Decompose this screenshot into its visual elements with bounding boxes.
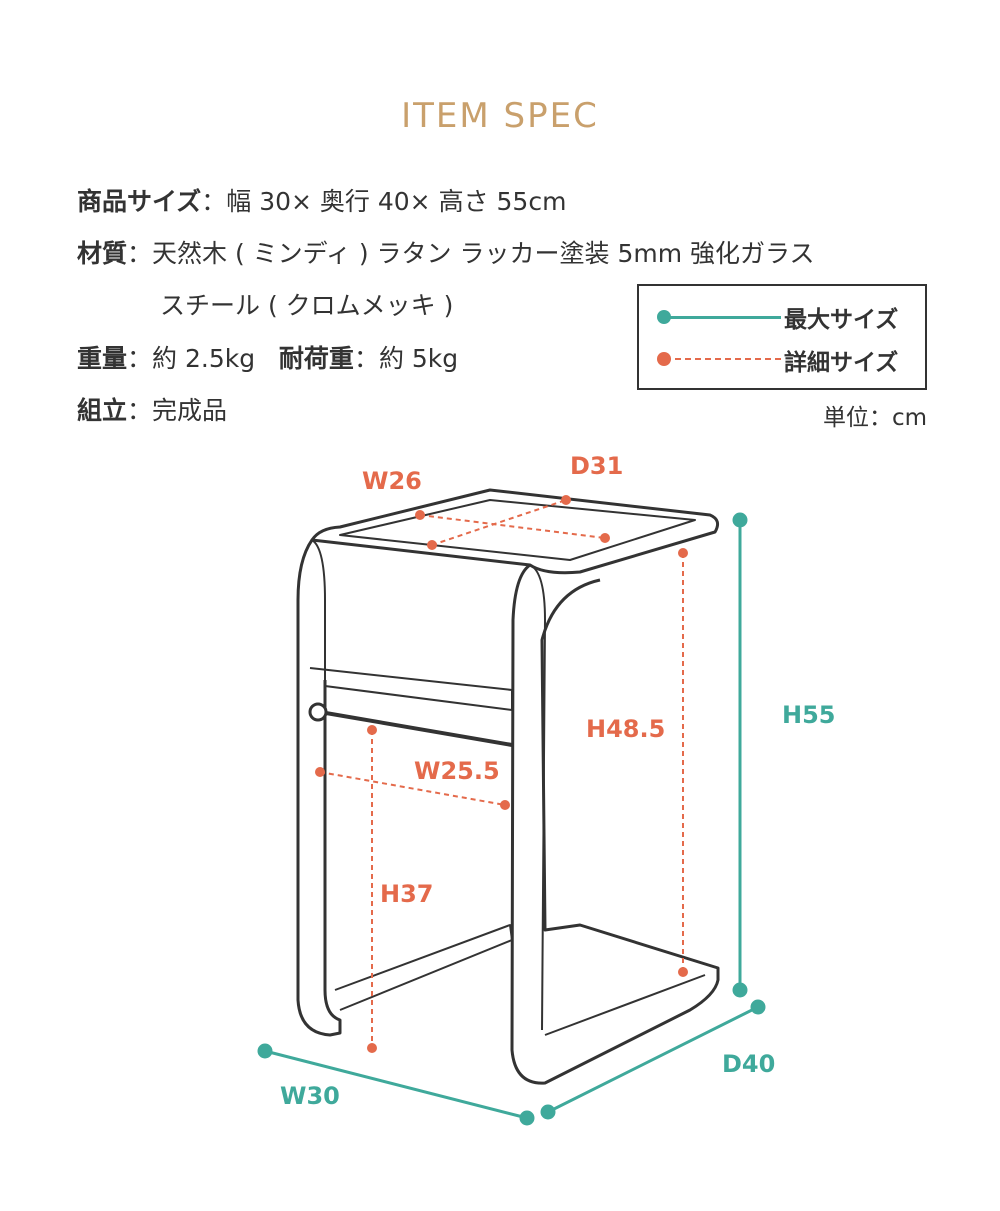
label-w25-5: W25.5 [414,757,500,785]
legend-max-label: 最大サイズ [784,307,899,333]
table-drawing [296,488,720,1085]
h48-dot-bottom [678,967,688,977]
d31-line [431,499,567,546]
d40-line [547,1005,759,1114]
legend-max-dot [657,310,671,324]
spec-assembly-label: 組立 [77,396,128,425]
spec-size-value: ：幅 30× 奥行 40× 高さ 55cm [201,187,567,216]
h37-dot-top [367,725,377,735]
detail-dots [315,495,688,1053]
spec-size: 商品サイズ：幅 30× 奥行 40× 高さ 55cm [77,186,566,218]
spec-assembly: 組立：完成品 [77,395,227,427]
detail-dimensions [319,499,684,1048]
spec-weight-value: ：約 2.5kg [127,344,256,373]
w26-dot-left [415,510,425,520]
spec-material-value: ：天然木 ( ミンディ ) ラタン ラッカー塗装 5mm 強化ガラス [127,239,815,268]
w30-dot-left [257,1043,273,1059]
unit-label: 単位：cm [822,405,927,431]
label-h37: H37 [380,880,433,908]
h55-dot-bottom [732,982,748,998]
towel-bar [319,710,513,747]
d40-dot-left [540,1104,556,1120]
spec-weight: 重量：約 2.5kg 耐荷重：約 5kg [77,343,458,375]
spec-material: 材質：天然木 ( ミンディ ) ラタン ラッカー塗装 5mm 強化ガラス [77,238,815,270]
label-w26: W26 [362,467,422,495]
w25-dot-left [315,767,325,777]
left-frame-inner [311,539,326,680]
w30-line [264,1049,528,1120]
label-h48-5: H48.5 [586,715,665,743]
base-left [334,924,513,1011]
bar-end [308,702,328,722]
legend-detail-dot [657,352,671,366]
spec-assembly-value: ：完成品 [127,396,228,425]
max-dimensions [257,512,766,1126]
label-h55: H55 [782,701,835,729]
spec-material-label: 材質 [77,239,128,268]
w30-dot-right [519,1110,535,1126]
w25-line [319,771,506,806]
legend-detail-line [665,358,781,360]
legend-box: 最大サイズ 詳細サイズ [637,284,927,390]
label-d40: D40 [722,1050,775,1078]
table-top [310,488,720,575]
spec-weight-label: 重量 [77,344,128,373]
w25-dot-right [500,800,510,810]
right-frame [510,563,720,1085]
label-d31: D31 [570,452,623,480]
legend-detail-label: 詳細サイズ [784,350,899,376]
shelf [309,667,513,711]
h55-dot-top [732,512,748,528]
base-right [544,974,706,1036]
d31-dot-right [561,495,571,505]
left-frame [296,539,342,1037]
label-w30: W30 [280,1082,340,1110]
h48-dot-top [678,548,688,558]
page-title: ITEM SPEC [401,96,599,136]
d31-dot-left [427,540,437,550]
w26-dot-right [600,533,610,543]
table-top-inner [339,499,696,561]
h37-dot-bottom [367,1043,377,1053]
spec-size-label: 商品サイズ [77,187,202,216]
right-frame-inner [529,564,546,1031]
spec-load-label: 耐荷重 [278,344,354,373]
w26-line [419,514,606,539]
spec-load-value: ：約 5kg [353,344,459,373]
legend-max-line [665,316,781,319]
d40-dot-right [750,999,766,1015]
spec-material-cont: スチール ( クロムメッキ ) [160,291,454,320]
